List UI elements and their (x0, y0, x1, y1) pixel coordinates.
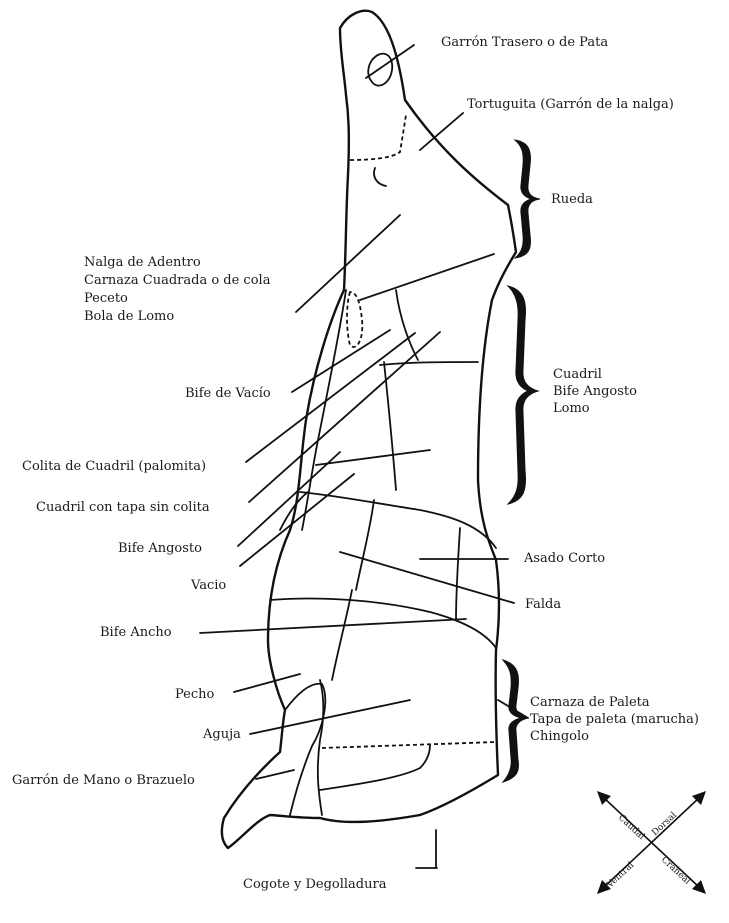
label-garron-trasero: Garrón Trasero o de Pata (441, 35, 608, 50)
leader-bife-vacio (292, 330, 390, 392)
label-tapa-de-paleta: Tapa de paleta (marucha) (530, 712, 699, 727)
label-chingolo: Chingolo (530, 729, 589, 744)
leader-colita-1 (246, 333, 415, 462)
compass-label-ventral: Ventral (604, 860, 636, 891)
leader-nalga-2 (360, 254, 494, 300)
cuadril-line (380, 362, 478, 365)
leader-pecho (234, 674, 300, 692)
label-carnaza-de-paleta: Carnaza de Paleta (530, 695, 650, 710)
leader-nalga-1 (296, 215, 400, 312)
label-rueda: Rueda (551, 192, 593, 207)
tortuguita-dash (350, 115, 406, 160)
label-aguja: Aguja (202, 727, 241, 742)
leader-bife-ancho (200, 619, 466, 633)
label-nalga-de-adentro: Nalga de Adentro (84, 255, 201, 270)
bife-ancho-lower (332, 590, 352, 680)
leader-colita-2 (249, 332, 440, 502)
label-colita-de-cuadril: Colita de Cuadril (palomita) (22, 459, 206, 474)
label-tortuguita: Tortuguita (Garrón de la nalga) (467, 97, 674, 112)
falda-vertical (356, 500, 374, 590)
label-falda: Falda (525, 597, 561, 612)
label-bife-angosto-group: Bife Angosto (553, 384, 637, 399)
label-bife-ancho: Bife Ancho (100, 625, 172, 640)
label-vacio: Vacio (190, 578, 226, 593)
hock-opening (368, 54, 392, 86)
cogote-curve (320, 745, 430, 790)
label-cuadril: Cuadril (553, 367, 602, 382)
label-peceto: Peceto (84, 291, 128, 306)
compass-label-caudal: Caudal (616, 813, 646, 842)
label-bife-angosto: Bife Angosto (118, 541, 202, 556)
rueda-inner-curve (374, 168, 386, 186)
label-garron-de-mano: Garrón de Mano o Brazuelo (12, 773, 195, 788)
label-bola-de-lomo: Bola de Lomo (84, 309, 174, 324)
cut-labels: Garrón Trasero o de Pata Tortuguita (Gar… (12, 35, 699, 892)
leader-vacio (240, 474, 354, 566)
asado-vertical (456, 528, 460, 620)
compass-label-dorsal: Dorsal (650, 810, 679, 838)
carcass-outline (222, 11, 516, 848)
label-carnaza-cuadrada: Carnaza Cuadrada o de cola (84, 273, 271, 288)
leader-aguja (250, 700, 410, 734)
brace-cuadril (508, 286, 538, 504)
label-asado-corto: Asado Corto (523, 551, 605, 566)
label-lomo: Lomo (553, 401, 590, 416)
label-bife-de-vacio: Bife de Vacío (185, 386, 271, 401)
brace-rueda (515, 140, 540, 258)
label-cuadril-con-tapa: Cuadril con tapa sin colita (36, 500, 210, 515)
label-cogote: Cogote y Degolladura (243, 877, 387, 892)
label-pecho: Pecho (175, 687, 215, 702)
leader-garron-trasero (366, 45, 414, 78)
orientation-compass: Caudal Dorsal Ventral Craneal (597, 791, 706, 894)
brace-paleta (503, 660, 528, 782)
lomo-line (396, 290, 418, 360)
vacio-upper (300, 492, 496, 548)
compass-label-craneal: Craneal (659, 855, 692, 887)
chingolo-dash (322, 742, 496, 748)
